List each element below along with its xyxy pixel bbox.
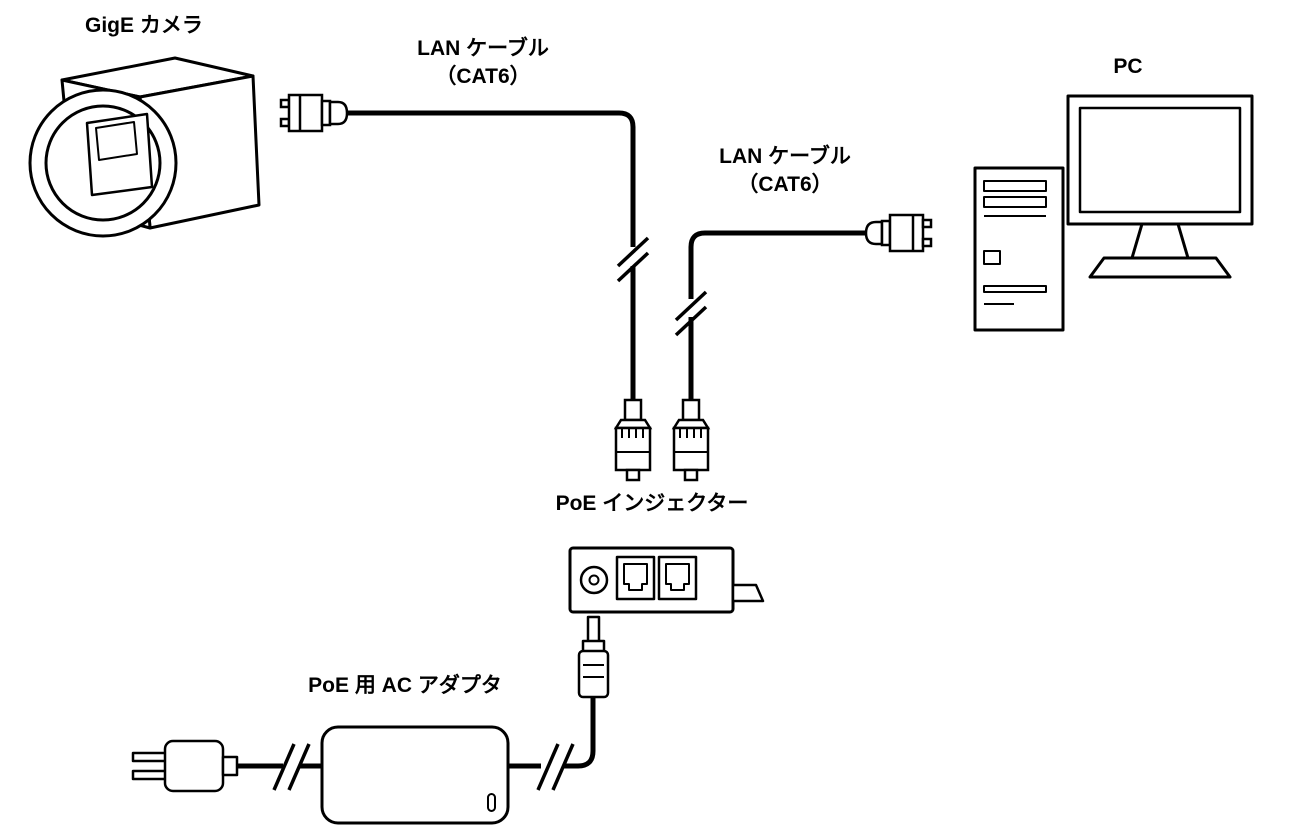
pc-tower xyxy=(973,166,1065,332)
label-lan-cable-2-line1: LAN ケーブル xyxy=(719,144,851,168)
ac-adapter-icon xyxy=(320,725,510,825)
rj45-plug-down-1-icon xyxy=(613,398,653,482)
injector-mounting-tab xyxy=(731,583,765,603)
lan-cable-1 xyxy=(347,110,636,400)
ac-cable-break-icon xyxy=(272,743,311,791)
ac-plug-icon xyxy=(131,739,239,793)
pc-monitor xyxy=(1066,94,1254,279)
poe-injector-icon xyxy=(568,546,765,614)
rj45-plug-pc-icon xyxy=(864,213,933,253)
lan-cable-2-break-icon xyxy=(674,290,708,337)
dc-cable-break-icon xyxy=(536,743,575,791)
label-lan-cable-1-line2: （CAT6） xyxy=(435,64,530,88)
label-gige-camera: GigE カメラ xyxy=(85,14,203,37)
gige-camera-icon xyxy=(28,56,261,238)
lan-cable-2 xyxy=(688,230,866,400)
label-ac-adapter: PoE 用 AC アダプタ xyxy=(308,673,502,697)
dc-plug-icon xyxy=(577,615,610,699)
lan-cable-1-break-icon xyxy=(616,236,650,283)
label-poe-injector: PoE インジェクター xyxy=(556,492,749,515)
label-lan-cable-1-line1: LAN ケーブル xyxy=(417,36,549,60)
rj45-plug-camera-icon xyxy=(279,93,349,133)
dc-cable xyxy=(508,697,596,769)
label-pc: PC xyxy=(1113,55,1142,78)
ac-adapter-body xyxy=(320,725,510,825)
label-lan-cable-2-line2: （CAT6） xyxy=(737,172,832,196)
rj45-plug-down-2-icon xyxy=(671,398,711,482)
ac-adapter-led-indicator xyxy=(487,793,496,812)
pc-icon xyxy=(973,94,1254,332)
camera-sensor-window xyxy=(95,121,138,161)
